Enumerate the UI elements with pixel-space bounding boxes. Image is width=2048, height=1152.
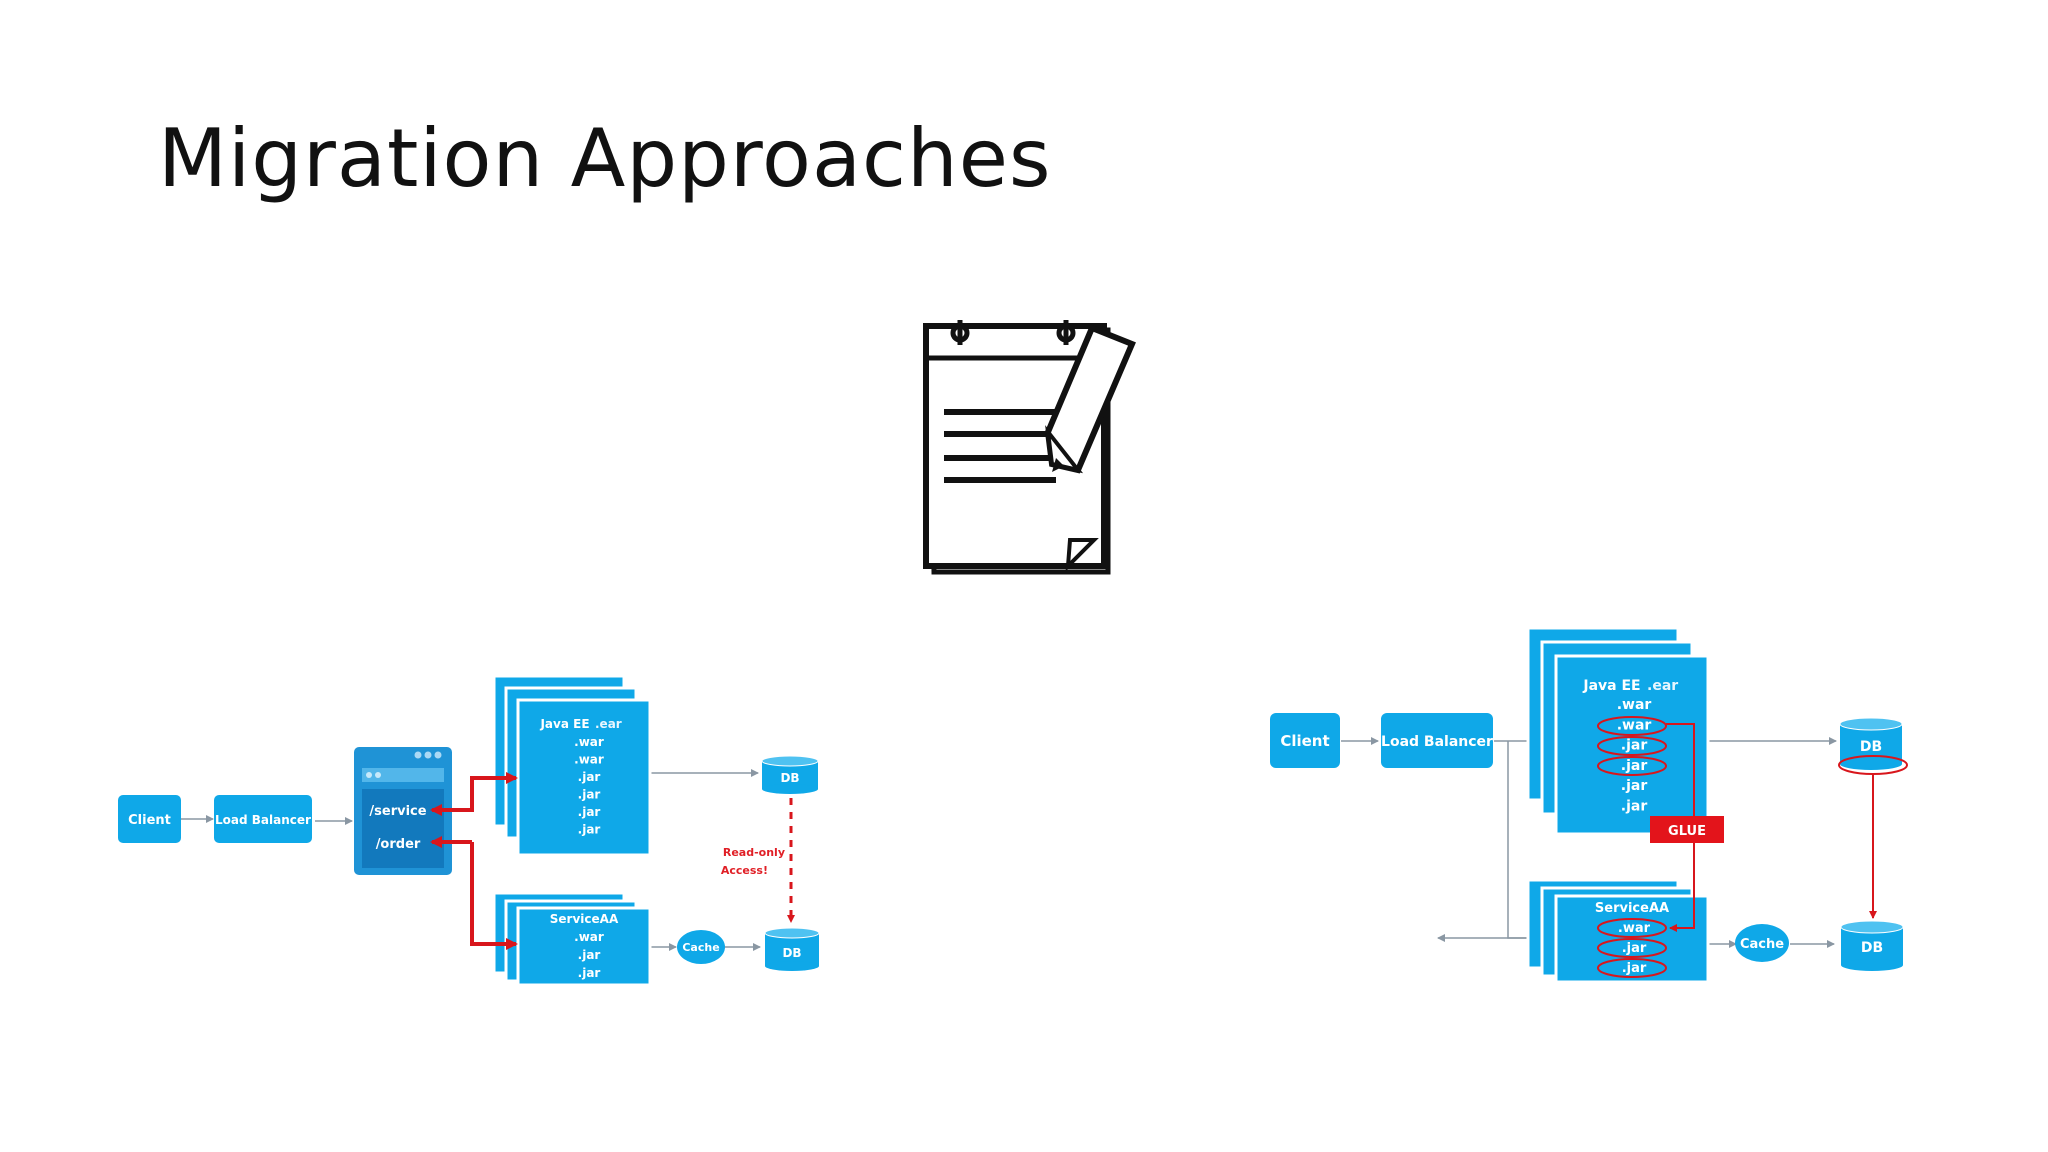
right-cache-node xyxy=(1735,924,1789,962)
left-cache-label: Cache xyxy=(682,941,719,954)
right-db-bottom-label: DB xyxy=(1861,940,1883,956)
monolith-item-1: .war xyxy=(574,753,604,767)
right-load-balancer-box xyxy=(1381,713,1493,768)
left-diagram: Client Load Balancer /service /order Jav… xyxy=(118,674,820,987)
read-only-note-line1: Read-only xyxy=(723,846,785,859)
glue-badge xyxy=(1650,816,1724,843)
client-box xyxy=(118,795,181,843)
right-service-item-1: .jar xyxy=(1622,941,1647,956)
service-item-1: .jar xyxy=(578,948,601,962)
right-monolith-item-0: .war xyxy=(1617,697,1652,713)
right-monolith-box xyxy=(1554,654,1710,836)
service-item-0: .war xyxy=(574,930,604,944)
left-db-bottom xyxy=(764,927,820,971)
notepad-with-pencil-icon xyxy=(923,320,1136,575)
load-balancer-label: Load Balancer xyxy=(215,813,311,827)
route-service-label: /service xyxy=(369,804,426,819)
monolith-items: .war .war .jar .jar .jar .jar xyxy=(574,735,604,837)
monolith-item-2: .jar xyxy=(578,770,601,784)
right-service-item-0: .war xyxy=(1618,921,1651,936)
right-monolith-title: Java EE xyxy=(1582,678,1640,694)
left-db-bottom-label: DB xyxy=(782,946,801,960)
monolith-ear: .ear xyxy=(595,717,622,731)
route-order-label: /order xyxy=(376,837,421,852)
monolith-item-5: .jar xyxy=(578,823,601,837)
right-monolith-item-3: .jar xyxy=(1621,758,1648,774)
load-balancer-box xyxy=(214,795,312,843)
right-service-glue-ovals xyxy=(1597,918,1667,978)
left-cache-node xyxy=(677,930,725,964)
router-window xyxy=(354,747,452,875)
right-monolith-items: .war .war .jar .jar .jar .jar xyxy=(1617,697,1652,815)
read-only-note-line2: Access! xyxy=(721,864,768,877)
right-diagram: Client Load Balancer Java EE .ear .war.w… xyxy=(1270,626,1908,984)
service-item-2: .jar xyxy=(578,966,601,980)
service-title: ServiceAA xyxy=(550,912,619,926)
right-monolith-glue-ovals xyxy=(1597,716,1667,776)
monolith-box xyxy=(516,698,652,857)
monolith-item-0: .war xyxy=(574,735,604,749)
right-service-title: ServiceAA xyxy=(1595,901,1669,916)
monolith-title: Java EE xyxy=(539,717,589,731)
right-db-top xyxy=(1838,717,1908,775)
right-monolith-item-5: .jar xyxy=(1621,799,1648,815)
slide-title: Migration Approaches xyxy=(158,112,1052,205)
right-client-box xyxy=(1270,713,1340,768)
right-monolith-item-4: .jar xyxy=(1621,778,1648,794)
service-box xyxy=(516,906,652,987)
right-monolith-ear: .ear xyxy=(1647,678,1678,694)
monolith-item-3: .jar xyxy=(578,788,601,802)
right-monolith-item-2: .jar xyxy=(1621,738,1648,754)
right-load-balancer-label: Load Balancer xyxy=(1381,734,1493,750)
client-label: Client xyxy=(128,813,171,828)
left-db-top xyxy=(761,755,819,794)
right-service-item-2: .jar xyxy=(1622,961,1647,976)
right-client-label: Client xyxy=(1280,732,1329,750)
order-route-arrow xyxy=(470,842,518,950)
service-items: .war .jar .jar xyxy=(574,930,604,980)
glue-label: GLUE xyxy=(1668,824,1706,839)
right-monolith-item-1: .war xyxy=(1617,717,1652,733)
right-service-items: .war .jar .jar xyxy=(1618,921,1651,976)
left-db-top-label: DB xyxy=(780,771,799,785)
right-db-top-label: DB xyxy=(1860,739,1882,755)
right-cache-label: Cache xyxy=(1740,937,1784,952)
monolith-item-4: .jar xyxy=(578,805,601,819)
right-db-bottom xyxy=(1840,920,1904,971)
